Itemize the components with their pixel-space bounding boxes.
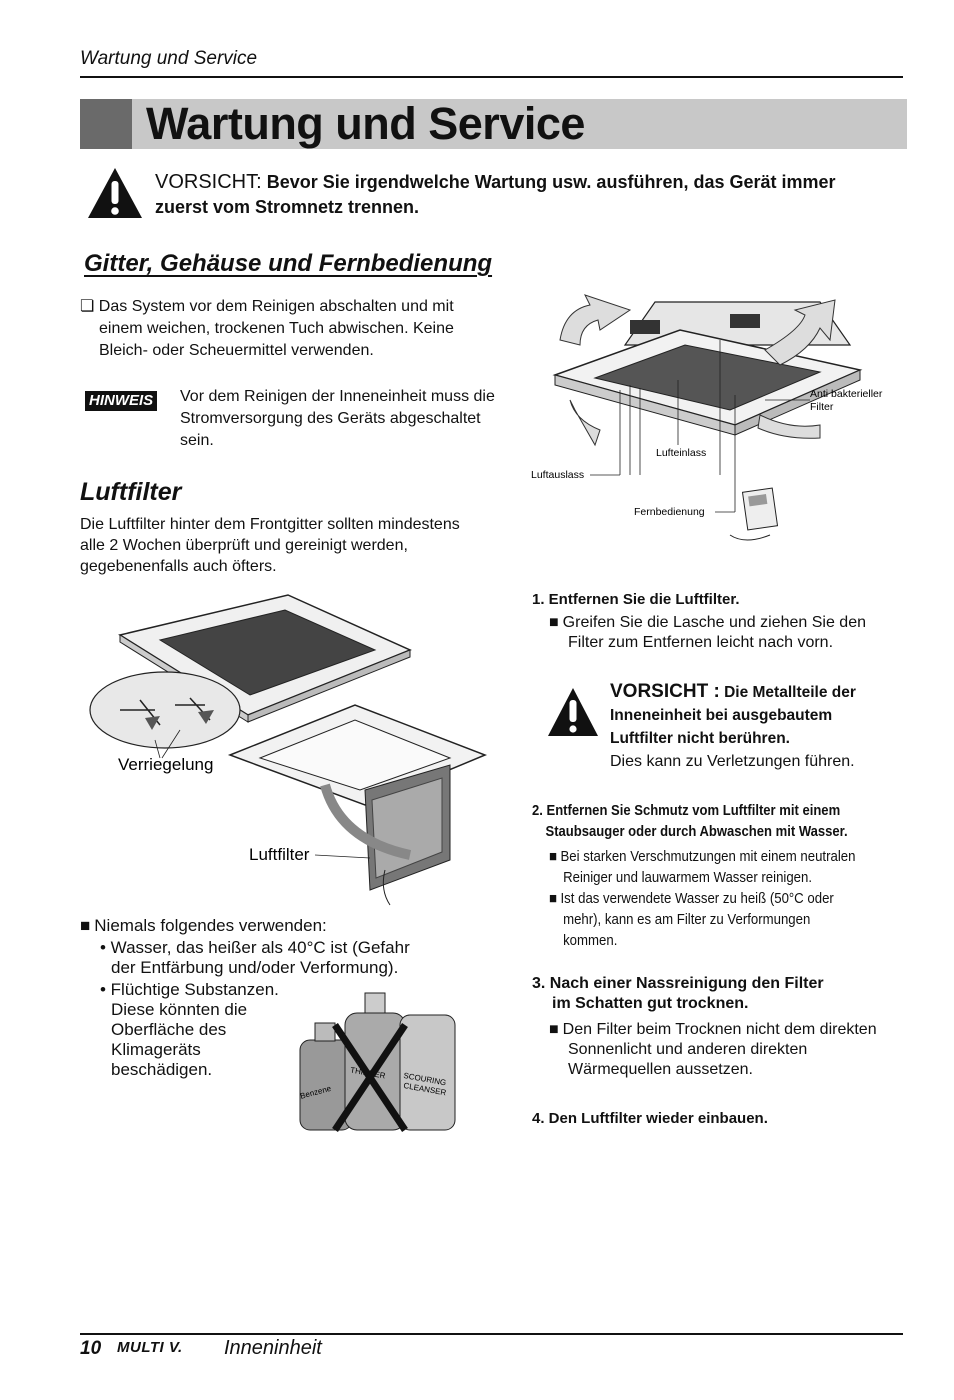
checkbox-bullet-icon: ❏ bbox=[80, 298, 95, 315]
list-item-text: Bei starken Verschmutzungen mit einem ne… bbox=[560, 848, 856, 886]
title-bar bbox=[80, 99, 907, 149]
list-item: • Flüchtige Substanzen. Diese könnten di… bbox=[100, 980, 279, 1079]
caution-box: VORSICHT: Bevor Sie irgendwelche Wartung… bbox=[155, 170, 885, 220]
caution-note: Dies kann zu Verletzungen führen. bbox=[610, 753, 855, 770]
label-lock: Verriegelung bbox=[118, 755, 213, 774]
step-2-list: Bei starken Verschmutzungen mit einem ne… bbox=[549, 846, 866, 951]
caution-box-2: VORSICHT : Die Metallteile der Inneneinh… bbox=[610, 680, 890, 773]
header-rule bbox=[80, 76, 903, 78]
indoor-unit-figure: Anti bakterieller Filter Lufteinlass Luf… bbox=[531, 294, 883, 541]
caution-label: VORSICHT : bbox=[610, 681, 720, 702]
step-1-body: Greifen Sie die Lasche und ziehen Sie de… bbox=[562, 614, 866, 651]
list-item: • Wasser, das heißer als 40°C ist (Gefah… bbox=[100, 938, 410, 977]
section-heading-filter: Luftfilter bbox=[80, 478, 182, 506]
text-line: einem weichen, trockenen Tuch abwischen.… bbox=[99, 320, 454, 337]
caution-text: Bevor Sie irgendwelche Wartung usw. ausf… bbox=[155, 172, 836, 217]
step-1-heading: 1. Entfernen Sie die Luftfilter. bbox=[532, 591, 740, 608]
never-use-lead: Niemals folgendes verwenden: bbox=[80, 916, 410, 936]
footer-text: Inneninheit bbox=[224, 1337, 322, 1359]
label-remote: Fernbedienung bbox=[634, 506, 705, 518]
label-inlet: Lufteinlass bbox=[656, 447, 706, 459]
list-item: Bei starken Verschmutzungen mit einem ne… bbox=[549, 846, 866, 888]
step-3-text: Den Filter beim Trocknen nicht dem direk… bbox=[549, 1020, 879, 1080]
label-antibac-1: Anti bakterieller bbox=[810, 388, 883, 400]
warning-icon bbox=[88, 168, 142, 218]
page-number: 10 bbox=[80, 1338, 102, 1359]
label-antibac-2: Filter bbox=[810, 401, 834, 413]
title-accent-block bbox=[80, 99, 132, 149]
text-line: 2. Entfernen Sie Schmutz vom Luftfilter … bbox=[532, 803, 841, 819]
grid-cleaning-text: ❏ Das System vor dem Reinigen abschalten… bbox=[80, 296, 500, 362]
caution-text: Die Metallteile der Inneneinheit bei aus… bbox=[610, 684, 856, 747]
text-line: im Schatten gut trocknen. bbox=[552, 995, 749, 1012]
filter-intro-text: Die Luftfilter hinter dem Frontgitter so… bbox=[80, 516, 460, 575]
hinweis-text: Vor dem Reinigen der Inneneinheit muss d… bbox=[180, 388, 495, 449]
step-3-body: Den Filter beim Trocknen nicht dem direk… bbox=[562, 1021, 877, 1078]
running-header: Wartung und Service bbox=[80, 48, 258, 69]
chemicals-figure: Benzene THINNER SCOURING CLEANSER bbox=[299, 992, 456, 1132]
label-filter: Luftfilter bbox=[249, 845, 310, 864]
text-line: Staubsauger oder durch Abwaschen mit Was… bbox=[545, 824, 848, 840]
step-1-text: Greifen Sie die Lasche und ziehen Sie de… bbox=[549, 613, 889, 653]
text-line: Bleich- oder Scheuermittel verwenden. bbox=[99, 342, 374, 359]
step-4-heading: 4. Den Luftfilter wieder einbauen. bbox=[532, 1110, 768, 1127]
warning-icon bbox=[548, 688, 598, 736]
hinweis-badge: HINWEIS bbox=[85, 391, 158, 411]
section-heading-grid: Gitter, Gehäuse und Fernbedienung bbox=[84, 250, 493, 277]
text-line: 3. Nach einer Nassreinigung den Filter bbox=[532, 975, 824, 992]
page-title: Wartung und Service bbox=[146, 98, 585, 149]
text-line: Das System vor dem Reinigen abschalten u… bbox=[98, 298, 454, 315]
step-3-heading: 3. Nach einer Nassreinigung den Filter i… bbox=[532, 974, 872, 1014]
list-item-text: Ist das verwendete Wasser zu heiß (50°C … bbox=[560, 890, 834, 949]
caution-label: VORSICHT: bbox=[155, 171, 262, 193]
list-item: Ist das verwendete Wasser zu heiß (50°C … bbox=[549, 888, 866, 951]
multi-v-logo: MULTI V. bbox=[117, 1339, 183, 1356]
never-use-list: Niemals folgendes verwenden: • Wasser, d… bbox=[80, 916, 410, 1080]
footer-rule bbox=[80, 1333, 903, 1335]
step-2-heading: 2. Entfernen Sie Schmutz vom Luftfilter … bbox=[532, 801, 856, 843]
label-outlet: Luftauslass bbox=[531, 469, 584, 481]
filter-removal-figure: Verriegelung Luftfilter bbox=[89, 594, 488, 906]
